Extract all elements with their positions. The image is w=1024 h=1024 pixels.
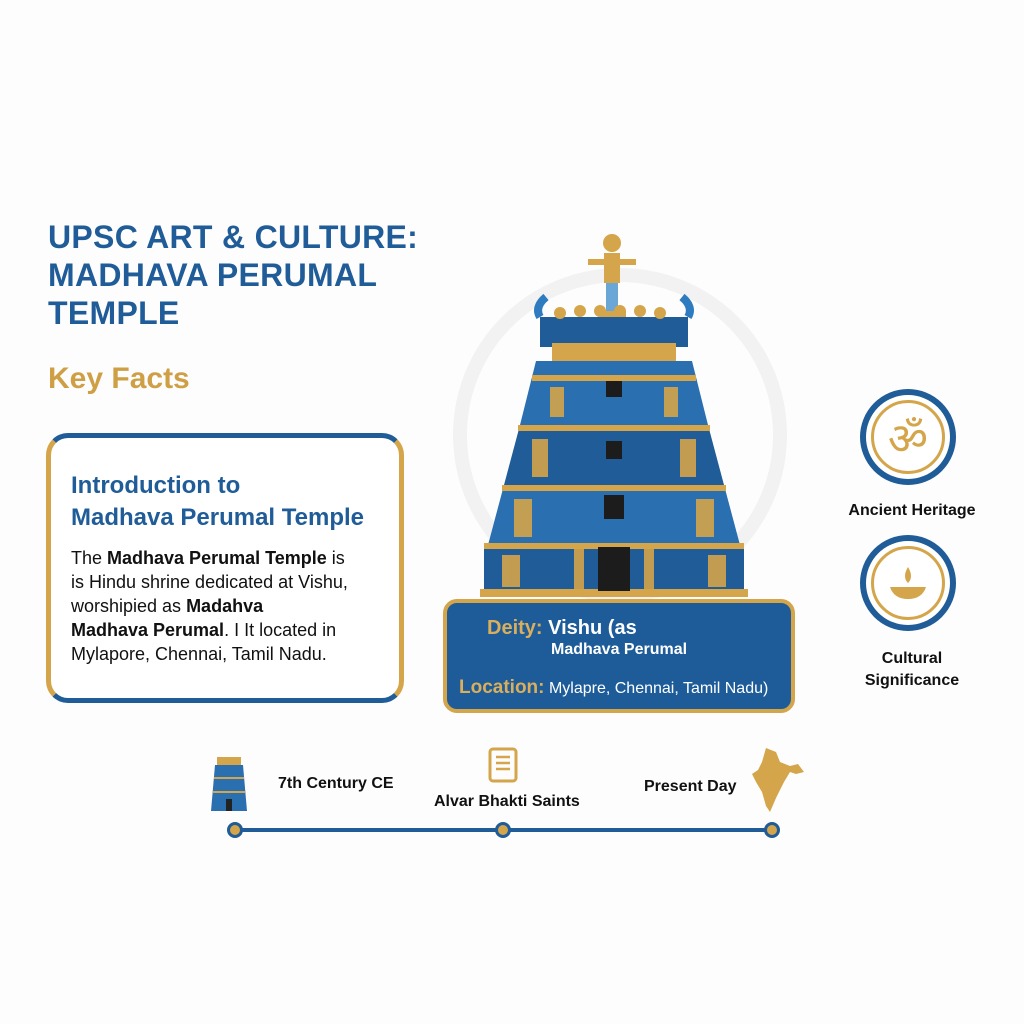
deity-location-panel: Deity: Vishu (as Madhava Perumal Locatio…: [443, 599, 795, 713]
vishnu-figure-icon: [588, 234, 636, 317]
intro-text: The Madhava Perumal Temple is is Hindu s…: [71, 548, 348, 664]
timeline-label-alvar: Alvar Bhakti Saints: [434, 793, 580, 810]
ancient-heritage-badge: ॐ: [860, 389, 956, 485]
cultural-significance-badge: [860, 535, 956, 631]
title-line: MADHAVA PERUMAL: [48, 257, 378, 293]
ancient-heritage-caption: Ancient Heritage: [848, 502, 976, 519]
deity-value: Vishu (as: [548, 617, 637, 639]
timeline-node: [227, 822, 243, 838]
timeline-label-present: Present Day: [644, 778, 737, 795]
scroll-document-icon: [488, 747, 518, 783]
timeline-label-7th-century: 7th Century CE: [278, 775, 394, 792]
india-map-icon: [752, 748, 804, 812]
diya-lamp-icon: [871, 546, 945, 620]
temple-icon: [211, 757, 247, 811]
temple-gopuram-illustration: [453, 234, 787, 602]
deity-label: Deity:: [487, 617, 543, 639]
location-value: Mylapre, Chennai, Tamil Nadu): [548, 680, 769, 697]
title-line: UPSC ART & CULTURE:: [48, 219, 419, 255]
page-title: UPSC ART & CULTURE: MADHAVA PERUMAL TEMP…: [48, 218, 418, 332]
deity-value-cont: Madhava Perumal: [551, 641, 688, 658]
timeline-node: [764, 822, 780, 838]
timeline-node: [495, 822, 511, 838]
location-label: Location:: [459, 677, 545, 698]
key-facts-heading: Key Facts: [48, 362, 190, 395]
title-line: TEMPLE: [48, 295, 180, 331]
om-icon: ॐ: [871, 400, 945, 474]
